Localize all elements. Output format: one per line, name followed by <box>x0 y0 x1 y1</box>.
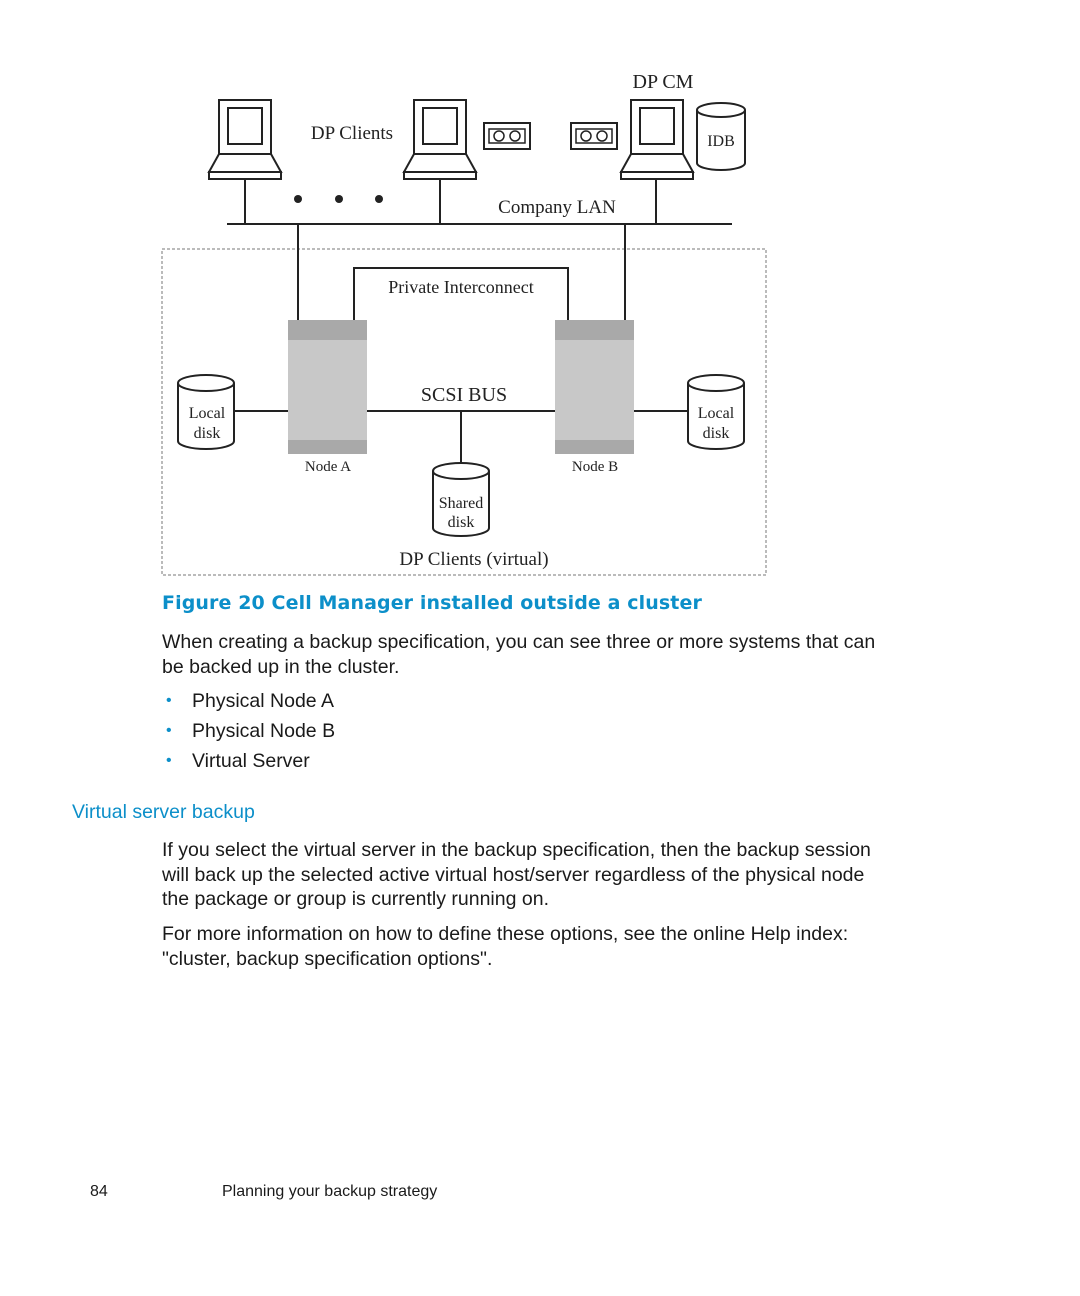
local-disk-left-icon <box>177 374 235 450</box>
scsi-bus-label: SCSI BUS <box>421 384 507 406</box>
company-lan-label: Company LAN <box>498 197 616 218</box>
local-disk-right-icon <box>687 374 745 450</box>
list-item: • Virtual Server <box>162 748 335 778</box>
bullet-icon: • <box>166 722 172 739</box>
workstation-icon <box>402 99 478 224</box>
page-number: 84 <box>90 1183 108 1200</box>
ellipsis-dot <box>335 195 343 203</box>
private-interconnect-line <box>353 267 569 320</box>
private-interconnect-label: Private Interconnect <box>388 277 533 297</box>
cell-manager-workstation-icon <box>619 99 695 224</box>
bullet-icon: • <box>166 752 172 769</box>
local-disk-right-label: Local <box>698 405 735 422</box>
tape-drive-icon <box>483 122 531 150</box>
cluster-boundary <box>161 248 767 576</box>
virtual-server-paragraph: If you select the virtual server in the … <box>162 839 871 910</box>
idb-label: IDB <box>707 133 735 150</box>
dp-cm-label: DP CM <box>633 71 694 93</box>
list-item-text: Virtual Server <box>192 750 310 772</box>
shared-disk-label: Shared <box>439 495 483 512</box>
list-item: • Physical Node B <box>162 718 335 748</box>
local-disk-right-label: disk <box>703 425 730 442</box>
figure-caption: Figure 20 Cell Manager installed outside… <box>162 592 702 614</box>
node-a-label: Node A <box>305 459 351 475</box>
shared-disk-icon <box>432 462 490 537</box>
node-a-server <box>288 320 367 454</box>
ellipsis-dot <box>294 195 302 203</box>
node-b-server <box>555 320 634 454</box>
cluster-diagram: IDB DP CM DP Clients Company LAN Private… <box>161 71 767 576</box>
workstation-icon <box>207 99 283 224</box>
shared-disk-label: disk <box>448 514 475 531</box>
dp-clients-label: DP Clients <box>311 123 393 144</box>
list-item: • Physical Node A <box>162 688 335 718</box>
list-item-text: Physical Node A <box>192 690 334 712</box>
list-item-text: Physical Node B <box>192 720 336 742</box>
footer-title: Planning your backup strategy <box>222 1183 438 1200</box>
more-info-paragraph: For more information on how to define th… <box>162 923 849 970</box>
local-disk-left-label: Local <box>189 405 226 422</box>
ellipsis-dot <box>375 195 383 203</box>
idb-database-icon <box>696 102 746 171</box>
node-b-label: Node B <box>572 459 618 475</box>
bullet-icon: • <box>166 692 172 709</box>
node-bullet-list: • Physical Node A • Physical Node B • Vi… <box>162 688 335 778</box>
dp-clients-virtual-label: DP Clients (virtual) <box>399 549 548 570</box>
local-disk-left-label: disk <box>194 425 221 442</box>
tape-drive-icon <box>570 122 618 150</box>
section-heading: Virtual server backup <box>72 801 255 823</box>
intro-paragraph: When creating a backup specification, yo… <box>162 631 876 678</box>
